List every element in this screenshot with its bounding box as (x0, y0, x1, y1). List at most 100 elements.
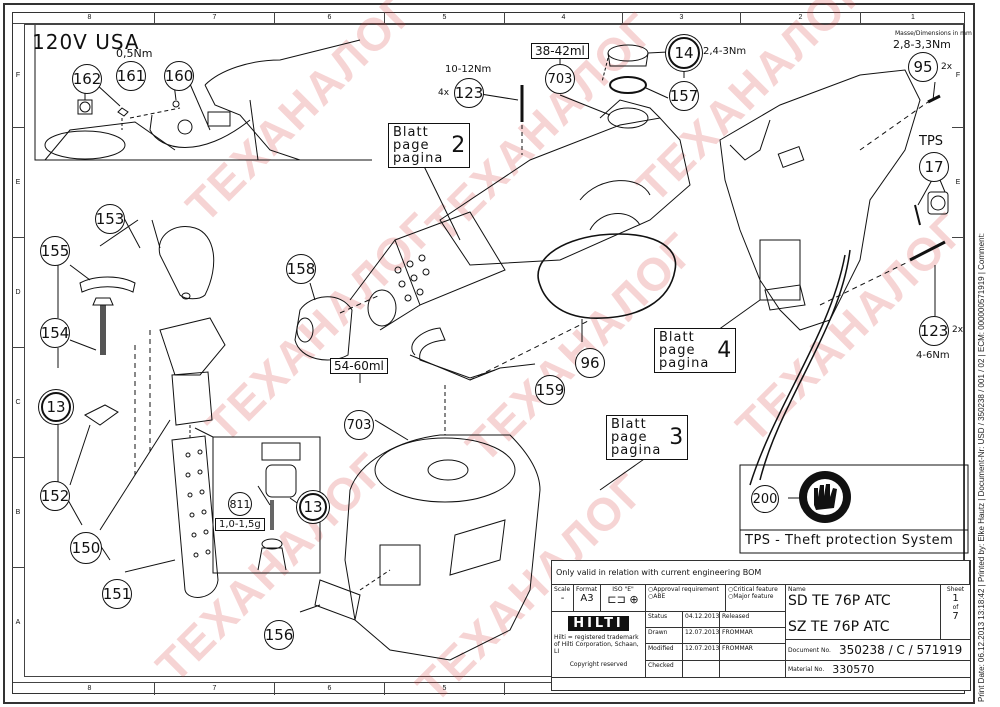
page-reference-number: 4 (717, 338, 732, 363)
col-label: 6 (275, 12, 385, 24)
part-balloon[interactable]: 158 (286, 254, 316, 284)
part-balloon[interactable]: 123 (919, 316, 949, 346)
part-balloon[interactable]: 96 (575, 348, 605, 378)
row-label: B (12, 458, 24, 568)
col-label: 7 (155, 683, 275, 695)
scale-value: - (560, 593, 565, 604)
option-label: Critical feature (733, 586, 778, 593)
checked-by (720, 661, 786, 678)
col-label: 7 (155, 12, 275, 24)
part-balloon[interactable]: 13 (299, 493, 327, 521)
part-balloon[interactable]: 95 (908, 52, 938, 82)
left-row-strip: F E D C B A (12, 24, 24, 677)
page-reference[interactable]: Blatt page pagina 4 (654, 328, 737, 373)
material-number-cell: Material No. 330570 (786, 661, 970, 678)
grease-quantity-note: 54-60ml (330, 358, 388, 374)
name-cell: Name SD TE 76P ATC SZ TE 76P ATC (786, 585, 941, 640)
grease-quantity-note: 1,0-1,5g (215, 518, 265, 531)
col-label: 8 (25, 683, 155, 695)
part-balloon[interactable]: 157 (669, 81, 699, 111)
checked-label: Checked (646, 661, 683, 678)
abe-option[interactable]: ○ABE (648, 593, 723, 600)
right-row-strip: F E (952, 24, 964, 294)
part-balloon[interactable]: 154 (40, 318, 70, 348)
col-label: 3 (623, 12, 741, 24)
option-label: Approval requirement (653, 586, 719, 593)
modified-label: Modified (646, 644, 683, 661)
part-balloon[interactable]: 13 (41, 392, 71, 422)
page-reference[interactable]: Blatt page pagina 2 (388, 123, 471, 168)
part-balloon[interactable]: 156 (264, 620, 294, 650)
col-label: 1 (911, 14, 915, 21)
quantity-note: 2x (952, 325, 964, 335)
row-label: E (952, 128, 964, 238)
format-label: Format (576, 586, 598, 593)
of-label: of (952, 604, 959, 611)
outer-border (3, 3, 975, 704)
scale-label: Scale (554, 586, 571, 593)
part-balloon[interactable]: 703 (545, 64, 575, 94)
label-line: Blatt (393, 125, 429, 140)
part-balloon[interactable]: 151 (102, 579, 132, 609)
option-label: Major feature (733, 593, 774, 600)
approval-requirement-option[interactable]: ○Approval requirement (648, 586, 723, 593)
row-label: F (12, 24, 24, 128)
grease-quantity-note: 38-42ml (531, 43, 589, 59)
radio-icon: ○ (728, 586, 734, 593)
part-balloon[interactable]: 703 (344, 410, 374, 440)
col-label: 2 (741, 12, 861, 24)
part-balloon[interactable]: 14 (668, 37, 700, 69)
torque-note: 2,8-3,3Nm (893, 38, 951, 51)
projection-symbol-icon: ⊏⊐ ⊕ (607, 593, 639, 606)
material-label: Material No. (788, 665, 825, 673)
part-balloon[interactable]: 153 (95, 204, 125, 234)
copyright-note: Copyright reserved (569, 661, 628, 668)
part-balloon[interactable]: 159 (535, 375, 565, 405)
row-label: D (12, 238, 24, 348)
page-reference[interactable]: Blatt page pagina 3 (606, 415, 689, 460)
drawn-label: Drawn (646, 628, 683, 644)
status-label: Status (646, 612, 683, 628)
label-line: page (611, 430, 648, 445)
scale-cell: Scale - (552, 585, 574, 612)
part-balloon[interactable]: 17 (919, 152, 949, 182)
part-balloon[interactable]: 162 (72, 64, 102, 94)
iso-label: ISO "E" (612, 586, 634, 593)
col-label: 6 (275, 683, 385, 695)
page-reference-number: 3 (669, 425, 684, 450)
radio-icon: ○ (728, 593, 734, 600)
page-reference-label: Blatt page pagina (611, 418, 661, 457)
document-number-cell: Document No. 350238 / C / 571919 (786, 640, 970, 661)
option-label: ABE (653, 593, 666, 600)
part-balloon[interactable]: 160 (164, 61, 194, 91)
part-balloon[interactable]: 161 (116, 61, 146, 91)
part-balloon[interactable]: 155 (40, 236, 70, 266)
modified-by: FROMMAR (720, 644, 786, 661)
title-block: Only valid in relation with current engi… (551, 560, 971, 691)
label-line: pagina (611, 443, 662, 458)
document-label: Document No. (788, 646, 831, 654)
checked-date (683, 661, 720, 678)
quantity-note: 4x (438, 88, 450, 98)
part-balloon[interactable]: 123 (454, 78, 484, 108)
format-value: A3 (580, 593, 594, 604)
dimensions-note: Masse/Dimensions in mm (895, 30, 972, 37)
part-balloon[interactable]: 150 (70, 532, 102, 564)
part-balloon[interactable]: 152 (40, 481, 70, 511)
hilti-logo: HILTI (568, 616, 629, 631)
part-balloon[interactable]: 200 (751, 485, 779, 513)
top-column-strip: 8 7 6 5 4 3 2 1 (13, 12, 965, 24)
variant-label: 120V USA (32, 30, 140, 54)
projection-cell: ISO "E" ⊏⊐ ⊕ (601, 585, 646, 612)
validity-note: Only valid in relation with current engi… (552, 561, 970, 585)
drawn-date: 12.07.2013 (683, 628, 720, 644)
sheet-cell: Sheet 1 of 7 (941, 585, 970, 640)
major-feature-option[interactable]: ○Major feature (728, 593, 783, 600)
document-number: 350238 / C / 571919 (838, 643, 963, 657)
bottom-column-strip: 8 7 6 5 (13, 682, 553, 695)
name-label: Name (788, 586, 806, 593)
critical-feature-option[interactable]: ○Critical feature (728, 586, 783, 593)
row-label: C (12, 348, 24, 458)
part-balloon[interactable]: 811 (228, 492, 252, 516)
row-label: F (952, 24, 964, 128)
